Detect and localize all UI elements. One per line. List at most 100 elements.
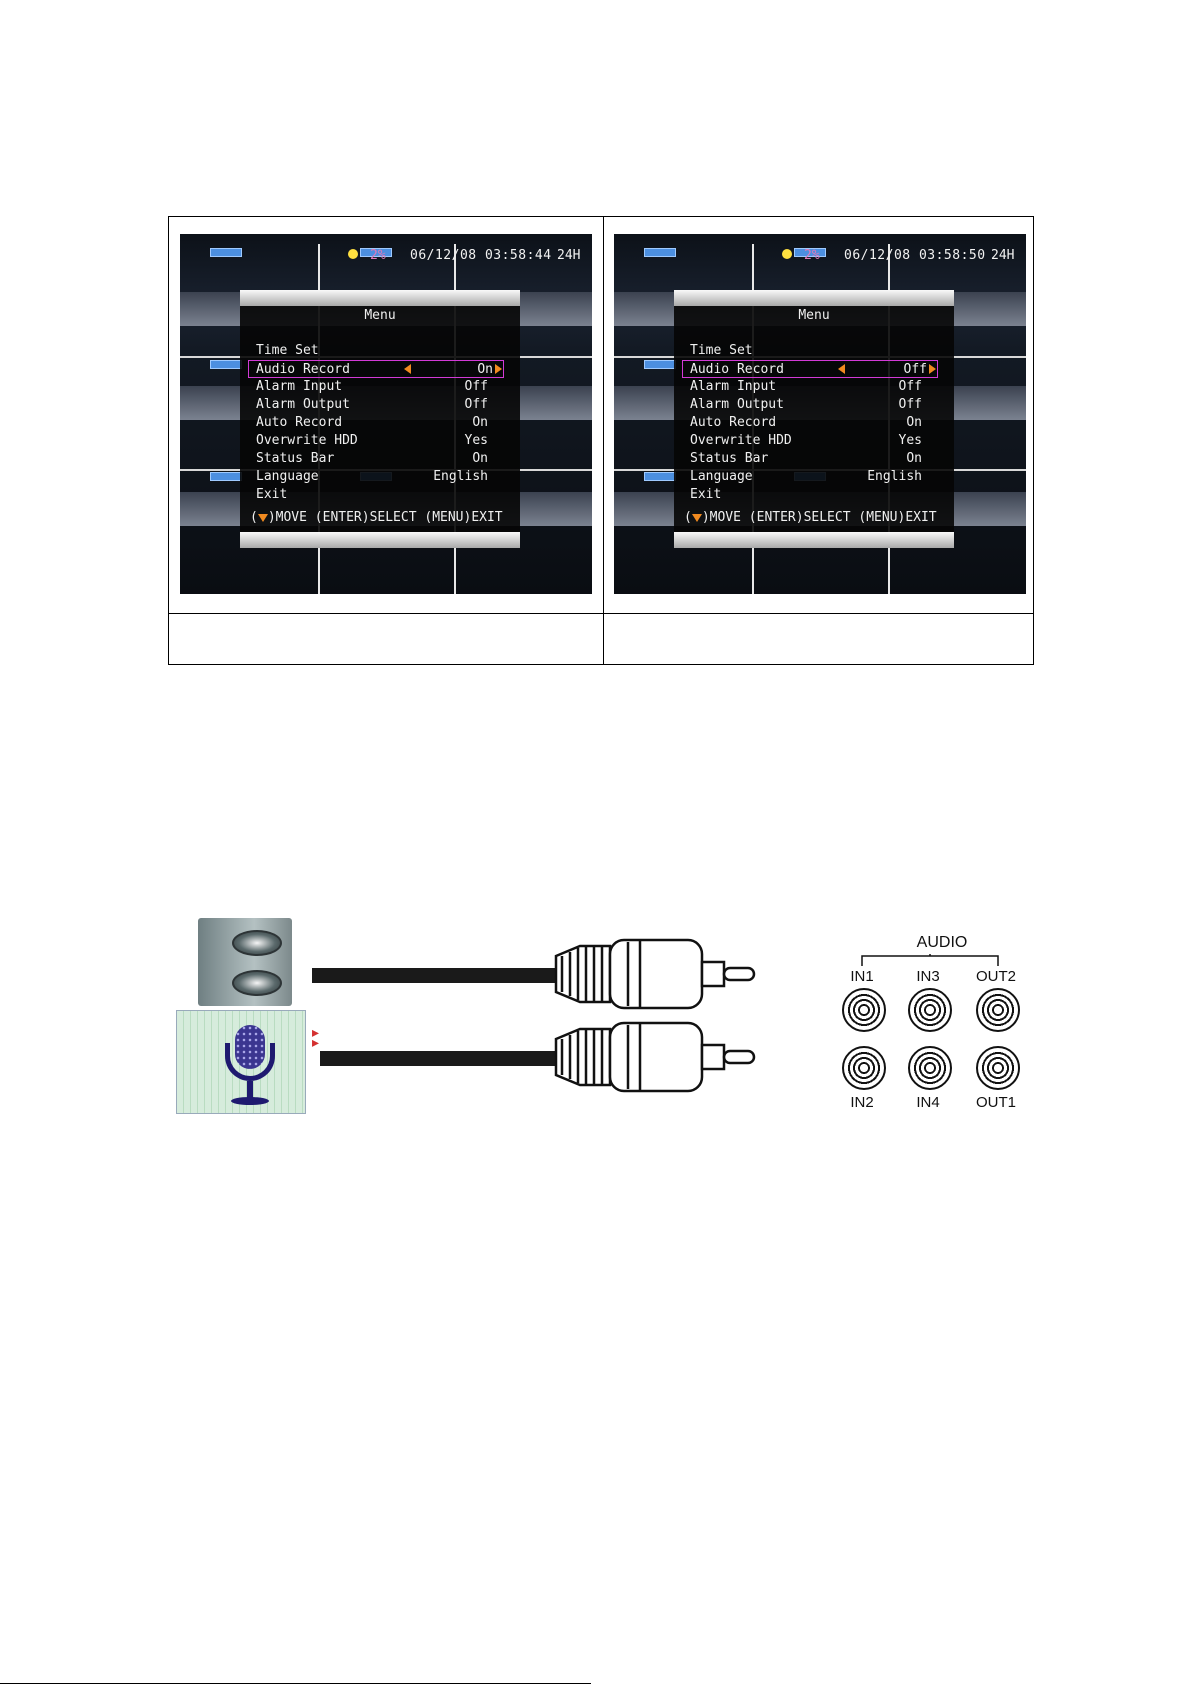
menu-item-label: Alarm Input — [690, 379, 777, 394]
osd-count: 2% — [370, 248, 386, 263]
audio-cable-top — [312, 968, 557, 983]
menu-item-label: Time Set — [690, 343, 753, 358]
menu-item-value: Off — [903, 362, 927, 377]
speaker-icon — [198, 918, 292, 1006]
arrow-left-icon[interactable] — [404, 364, 411, 374]
sound-waves-icon: ▸▸ — [312, 1025, 320, 1051]
osd-mode: 24H — [557, 248, 581, 263]
menu-item-value: Off — [464, 397, 488, 412]
menu-item-label: Status Bar — [256, 451, 335, 466]
menu-frame-bar — [240, 532, 520, 548]
menu-item-alarm-output[interactable]: Alarm Output Off — [255, 396, 500, 414]
menu-item-auto-record[interactable]: Auto Record On — [689, 414, 934, 432]
menu-item-label: Exit — [256, 487, 288, 502]
jack-label-in1: IN1 — [850, 968, 874, 985]
menu-item-label: Time Set — [256, 343, 319, 358]
menu-title: Menu — [364, 308, 396, 323]
menu-item-label: Audio Record — [256, 362, 350, 377]
menu-item-language[interactable]: Language English — [689, 468, 934, 486]
audio-jack-icon — [976, 988, 1020, 1032]
menu-item-label: Alarm Output — [690, 397, 784, 412]
menu-item-status-bar[interactable]: Status Bar On — [689, 450, 934, 468]
camera-channel-tag — [644, 472, 676, 481]
osd-mode: 24H — [991, 248, 1015, 263]
up-down-arrow-icon — [691, 513, 702, 522]
menu-item-label: Alarm Output — [256, 397, 350, 412]
camera-channel-tag — [644, 360, 676, 369]
osd-datetime: 06/12/08 03:58:50 — [844, 248, 986, 263]
jack-label-in4: IN4 — [916, 1094, 940, 1111]
menu-item-exit[interactable]: Exit — [255, 486, 500, 504]
menu-item-alarm-input[interactable]: Alarm Input Off — [689, 378, 934, 396]
footer-text: )MOVE (ENTER)SELECT (MENU)EXIT — [701, 510, 937, 525]
menu-item-value: On — [472, 451, 488, 466]
menu-item-label: Language — [256, 469, 319, 484]
audio-jack-icon — [842, 1046, 886, 1090]
speaker-knob — [232, 930, 282, 956]
menu-item-label: Exit — [690, 487, 722, 502]
up-down-arrow-icon — [257, 513, 268, 522]
menu-item-label: Alarm Input — [256, 379, 343, 394]
screenshot-table — [168, 216, 1034, 665]
camera-channel-tag — [360, 248, 392, 257]
menu-item-exit[interactable]: Exit — [689, 486, 934, 504]
jack-label-in3: IN3 — [916, 968, 940, 985]
menu-item-label: Language — [690, 469, 753, 484]
menu-item-label: Auto Record — [256, 415, 343, 430]
menu-item-value: On — [906, 451, 922, 466]
menu-item-label: Overwrite HDD — [256, 433, 358, 448]
menu-item-label: Auto Record — [690, 415, 777, 430]
jack-label-out1: OUT1 — [975, 1094, 1016, 1111]
menu-item-label: Status Bar — [690, 451, 769, 466]
audio-bracket — [861, 954, 999, 966]
jack-label-in2: IN2 — [850, 1094, 874, 1111]
menu-frame-bar — [674, 532, 954, 548]
camera-channel-tag — [210, 360, 242, 369]
menu-help-footer: ( )MOVE (ENTER)SELECT (MENU)EXIT — [250, 510, 503, 525]
audio-jack-icon — [842, 988, 886, 1032]
microphone-icon — [176, 1010, 306, 1114]
audio-cable-bottom — [320, 1051, 557, 1066]
camera-channel-tag — [210, 248, 242, 257]
menu-item-time-set[interactable]: Time Set — [255, 342, 500, 360]
footer-text: )MOVE (ENTER)SELECT (MENU)EXIT — [267, 510, 503, 525]
audio-jack-icon — [908, 1046, 952, 1090]
footer-prefix: ( — [250, 510, 258, 525]
menu-item-status-bar[interactable]: Status Bar On — [255, 450, 500, 468]
arrow-right-icon[interactable] — [495, 364, 502, 374]
menu-item-audio-record[interactable]: Audio Record Off — [682, 360, 938, 378]
audio-jack-icon — [976, 1046, 1020, 1090]
menu-item-value: Off — [898, 379, 922, 394]
audio-panel-title: AUDIO — [916, 934, 968, 951]
menu-item-alarm-input[interactable]: Alarm Input Off — [255, 378, 500, 396]
footer-prefix: ( — [684, 510, 692, 525]
arrow-right-icon[interactable] — [929, 364, 936, 374]
menu-item-value: English — [867, 469, 922, 484]
menu-item-time-set[interactable]: Time Set — [689, 342, 934, 360]
table-divider-vertical — [603, 217, 604, 664]
menu-item-label: Overwrite HDD — [690, 433, 792, 448]
menu-item-value: On — [906, 415, 922, 430]
menu-frame-bar — [674, 290, 954, 306]
menu-item-value: Off — [464, 379, 488, 394]
rca-plug-icon — [554, 1021, 756, 1093]
camera-channel-tag — [644, 248, 676, 257]
speaker-knob — [232, 970, 282, 996]
arrow-left-icon[interactable] — [838, 364, 845, 374]
menu-frame-bar — [240, 290, 520, 306]
menu-item-label: Audio Record — [690, 362, 784, 377]
record-indicator-icon — [348, 249, 358, 259]
jack-label-out2: OUT2 — [975, 968, 1016, 985]
